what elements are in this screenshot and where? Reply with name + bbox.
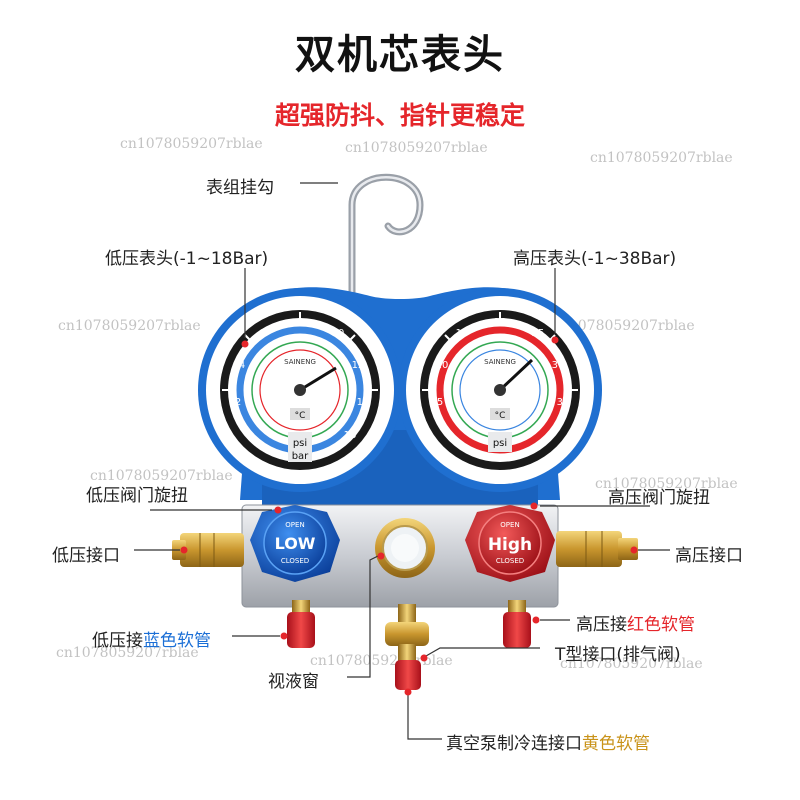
label-low-hose-color: 蓝色软管 [143,631,211,651]
label-sight-glass: 视液窗 [268,672,319,692]
label-high-gauge: 高压表头(-1~38Bar) [513,249,677,269]
label-vacuum-color: 黄色软管 [582,734,650,754]
svg-text:12: 12 [352,360,365,371]
page-subtitle: 超强防抖、指针更稳定 [274,101,525,130]
low-knob-closed-text: CLOSED [281,557,309,565]
svg-text:15: 15 [456,328,469,339]
label-low-port: 低压接口 [52,546,120,566]
svg-text:30: 30 [552,360,565,371]
watermark: cn1078059207rblae [56,645,199,661]
label-low-hose: 低压接蓝色软管 [92,626,211,651]
watermark: cn1078059207rblae [552,318,695,334]
watermark: cn1078059207rblae [595,476,738,492]
high-knob-label: High [488,535,532,555]
label-high-hose: 高压接红色软管 [576,610,695,635]
label-vacuum: 真空泵制冷连接口黄色软管 [446,729,650,754]
svg-text:5: 5 [437,397,443,408]
watermark: cn1078059207rblae [58,318,201,334]
label-low-hose-prefix: 低压接 [92,631,143,651]
label-low-knob: 低压阀门旋扭 [86,486,188,506]
svg-text:°C: °C [295,411,306,421]
watermark: cn1078059207rblae [90,468,233,484]
svg-text:6: 6 [259,328,265,339]
svg-text:25: 25 [532,328,545,339]
svg-text:16: 16 [344,430,357,441]
svg-text:0: 0 [447,430,453,441]
label-high-hose-color: 红色软管 [627,615,695,635]
svg-text:10: 10 [332,328,345,339]
svg-text:4: 4 [239,360,245,371]
label-high-knob: 高压阀门旋扭 [608,488,710,508]
label-vacuum-prefix: 真空泵制冷连接口 [446,734,582,754]
watermark: cn1078059207rblae [345,140,488,156]
page-title: 双机芯表头 [295,32,505,78]
label-high-port: 高压接口 [675,546,743,566]
svg-text:8: 8 [297,317,303,328]
low-gauge-unit-psi: psi [293,438,307,449]
high-gauge-unit-psi: psi [493,438,507,449]
svg-text:10: 10 [436,360,449,371]
low-knob-label: LOW [275,534,316,553]
svg-text:35: 35 [557,397,570,408]
watermark: cn1078059207rblae [120,136,263,152]
watermark: cn1078059207rblae [560,656,703,672]
svg-text:°C: °C [495,411,506,421]
high-knob-open-text: OPEN [500,521,519,529]
low-gauge-unit-bar: bar [292,451,309,462]
high-knob-closed-text: CLOSED [496,557,524,565]
label-t-port: T型接口(排气阀) [555,645,681,665]
watermark: cn1078059207rblae [590,150,733,166]
svg-text:0: 0 [247,430,253,441]
svg-text:20: 20 [494,317,507,328]
low-knob-open-text: OPEN [285,521,304,529]
svg-text:SAINENG: SAINENG [284,358,316,366]
label-high-hose-prefix: 高压接 [576,615,627,635]
svg-text:2: 2 [235,397,241,408]
label-hook: 表组挂勾 [206,178,274,198]
label-low-gauge: 低压表头(-1~18Bar) [105,249,269,269]
svg-text:SAINENG: SAINENG [484,358,516,366]
svg-text:14: 14 [357,397,370,408]
